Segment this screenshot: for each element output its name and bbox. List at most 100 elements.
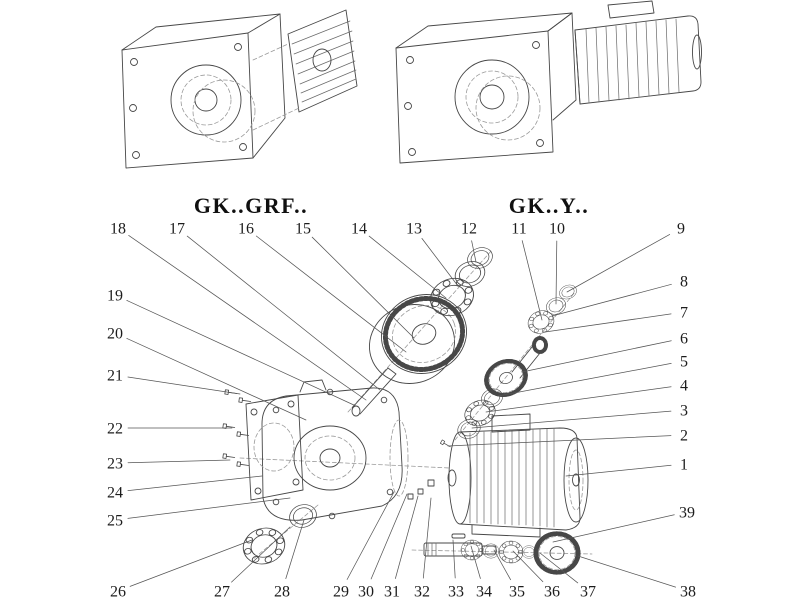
leader-line-20	[126, 338, 307, 421]
callout-number-12: 12	[461, 221, 477, 238]
variant-label-grf: GK..GRF..	[194, 193, 308, 218]
input-cover-finned	[287, 9, 358, 113]
leader-line-13	[421, 238, 459, 287]
leader-line-12	[471, 240, 477, 263]
callout-number-25: 25	[107, 513, 123, 530]
callout-number-36: 36	[544, 584, 560, 600]
leader-line-37	[539, 552, 579, 584]
leader-line-3	[471, 410, 672, 429]
exploded-view	[222, 243, 593, 574]
callout-number-16: 16	[238, 221, 254, 238]
callout-number-2: 2	[680, 428, 688, 445]
leader-line-18	[128, 235, 367, 401]
callout-number-8: 8	[680, 274, 688, 291]
flange-plate	[245, 394, 304, 501]
leader-line-28	[285, 519, 305, 579]
callout-number-13: 13	[406, 221, 422, 238]
callout-number-39: 39	[679, 505, 695, 522]
motor-terminal-box	[491, 413, 531, 433]
bolt	[236, 461, 250, 469]
callout-number-6: 6	[680, 331, 688, 348]
callout-number-9: 9	[677, 221, 685, 238]
callout-number-24: 24	[107, 485, 123, 502]
snap-ring	[286, 500, 320, 532]
callout-number-37: 37	[580, 584, 596, 600]
variant-label-y: GK..Y..	[509, 193, 590, 218]
leader-line-11	[521, 240, 543, 321]
leader-line-21	[127, 376, 241, 395]
callout-number-26: 26	[110, 584, 126, 600]
callout-number-35: 35	[509, 584, 525, 600]
callout-number-38: 38	[680, 584, 696, 600]
leader-line-30	[370, 493, 408, 580]
diagram-artwork: GK..GRF.. GK..Y..	[107, 0, 702, 600]
leader-line-1	[565, 464, 672, 477]
retaining-ring	[464, 243, 496, 273]
output-shaft-assembly	[423, 532, 580, 574]
leader-line-38	[577, 555, 676, 588]
leader-line-34	[470, 545, 481, 579]
callout-number-15: 15	[295, 221, 311, 238]
callout-number-14: 14	[351, 221, 367, 238]
pinion-shaft	[511, 336, 548, 379]
callout-number-18: 18	[110, 221, 126, 238]
motor-assembled	[574, 0, 702, 105]
gearbox-drawing-gky	[395, 0, 702, 164]
bolt	[222, 453, 236, 461]
terminal-box	[607, 0, 655, 19]
leader-line-31	[395, 495, 419, 579]
leader-line-32	[422, 497, 432, 579]
bolt	[238, 397, 252, 405]
spacer	[482, 543, 500, 559]
circlip	[454, 415, 484, 443]
shaft-key	[451, 533, 466, 539]
gear-housing	[261, 379, 409, 521]
leader-line-17	[186, 235, 381, 391]
leader-line-7	[544, 313, 672, 333]
callout-number-5: 5	[680, 354, 688, 371]
leader-line-2	[447, 435, 672, 447]
callout-number-33: 33	[448, 584, 464, 600]
leader-line-24	[127, 475, 263, 491]
leader-line-25	[127, 497, 291, 519]
callout-number-32: 32	[414, 584, 430, 600]
callout-number-17: 17	[169, 221, 185, 238]
callout-number-34: 34	[476, 584, 492, 600]
motor	[447, 413, 589, 538]
big-gear	[368, 294, 468, 384]
leader-line-10	[555, 240, 558, 305]
callout-number-11: 11	[511, 221, 526, 238]
motor-flange-fasteners	[407, 439, 452, 500]
leader-line-27	[231, 526, 291, 583]
bolt	[222, 423, 236, 431]
gearbox-drawing-grf	[121, 9, 358, 169]
leader-line-9	[566, 234, 671, 293]
callout-number-20: 20	[107, 326, 123, 343]
leader-line-26	[129, 539, 253, 587]
output-bearing-left	[238, 522, 290, 570]
leader-line-35	[493, 549, 511, 581]
callout-number-22: 22	[107, 421, 123, 438]
callout-number-30: 30	[358, 584, 374, 600]
leader-line-14	[368, 235, 447, 299]
callout-number-10: 10	[549, 221, 565, 238]
callout-number-28: 28	[274, 584, 290, 600]
callout-number-3: 3	[680, 403, 688, 420]
leader-line-36	[512, 550, 544, 583]
small-ring-top	[557, 282, 579, 302]
intermediate-gear	[479, 353, 533, 403]
leader-line-33	[452, 539, 456, 579]
leader-line-15	[311, 236, 415, 339]
leader-line-4	[485, 386, 672, 413]
callout-number-7: 7	[680, 305, 688, 322]
callout-number-27: 27	[214, 584, 230, 600]
callout-number-1: 1	[680, 457, 688, 474]
leader-line-6	[521, 340, 672, 373]
leader-line-39	[552, 514, 675, 543]
leader-line-8	[551, 283, 672, 317]
leader-line-16	[255, 235, 407, 353]
callout-number-21: 21	[107, 368, 123, 385]
leader-line-19	[126, 300, 357, 407]
leader-line-5	[497, 363, 672, 397]
